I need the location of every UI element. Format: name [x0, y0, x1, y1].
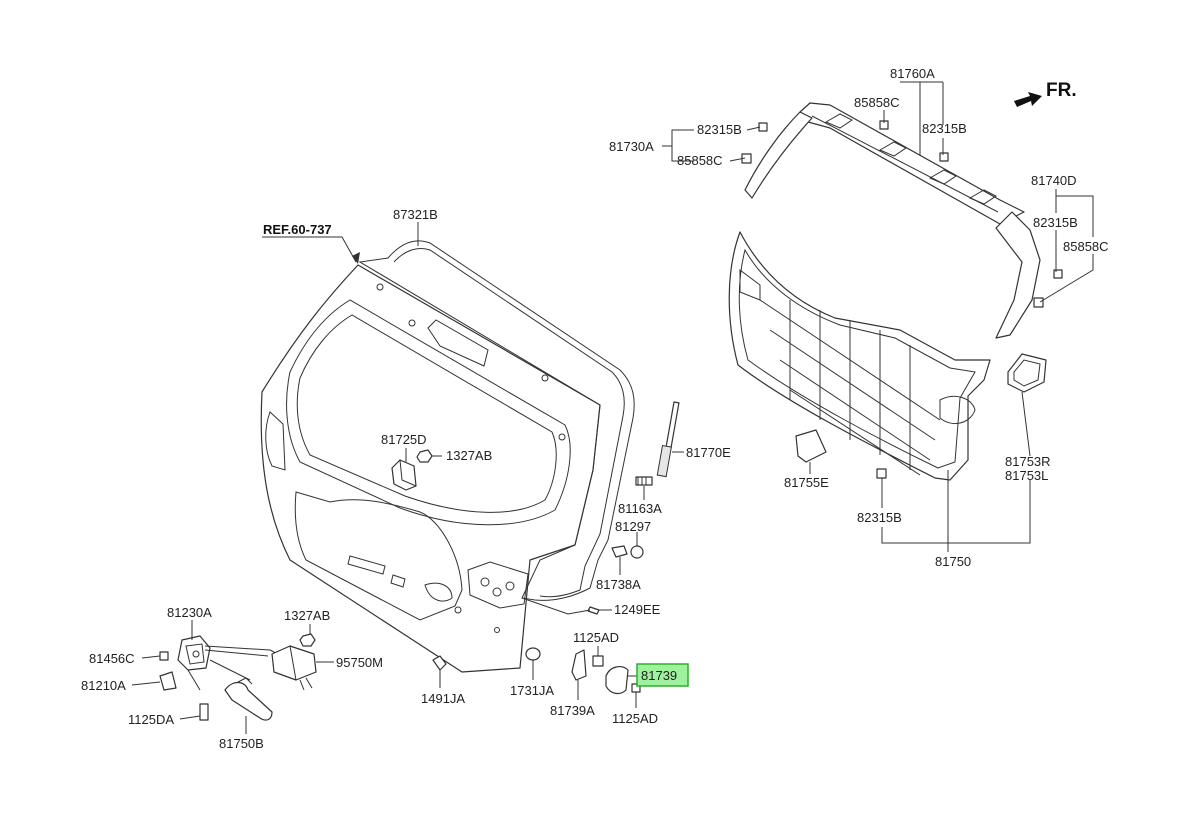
part-label-81210a[interactable]: 81210A — [81, 678, 126, 693]
part-label-1731ja[interactable]: 1731JA — [510, 683, 554, 698]
side-garnish-81730a — [744, 111, 813, 199]
part-label-82315b-lower[interactable]: 82315B — [857, 510, 902, 525]
nut-1327ab-lower — [299, 633, 316, 647]
clip-85858c-right — [1033, 297, 1044, 308]
part-label-1327ab-lower[interactable]: 1327AB — [284, 608, 330, 623]
part-label-81750b[interactable]: 81750B — [219, 736, 264, 751]
pad-81755e — [795, 429, 827, 463]
leader-lines — [131, 81, 1094, 734]
part-label-81163a[interactable]: 81163A — [618, 501, 662, 516]
part-label-81750[interactable]: 81750 — [935, 554, 971, 569]
part-label-81760a[interactable]: 81760A — [890, 66, 935, 81]
part-label-81740d[interactable]: 81740D — [1031, 173, 1077, 188]
trim-panel-81750 — [728, 231, 991, 481]
latch-81230a — [177, 635, 211, 671]
part-label-95750m[interactable]: 95750M — [336, 655, 383, 670]
part-label-81753l[interactable]: 81753L — [1005, 468, 1048, 483]
outside-handle-81750b — [224, 677, 273, 721]
part-label-81753r[interactable]: 81753R — [1005, 454, 1051, 469]
front-direction-indicator: FR. — [1014, 80, 1077, 107]
bolt-1125ad-upper — [592, 655, 604, 667]
part-label-1249ee[interactable]: 1249EE — [614, 602, 661, 617]
gas-strut — [656, 401, 680, 478]
reference-label[interactable]: REF.60-737 — [263, 222, 332, 237]
part-label-85858c-top[interactable]: 85858C — [854, 95, 900, 110]
bolt-81163a — [635, 476, 653, 486]
side-garnish-81740d — [995, 211, 1041, 339]
part-label-81755e[interactable]: 81755E — [784, 475, 829, 490]
part-label-82315b-right[interactable]: 82315B — [1033, 215, 1078, 230]
part-labels: REF.60-737 87321B 81760A 85858C 82315B 8… — [81, 66, 1109, 751]
part-label-81297[interactable]: 81297 — [615, 519, 651, 534]
front-arrow-icon — [1014, 92, 1042, 107]
part-label-82315b-topleft[interactable]: 82315B — [697, 122, 742, 137]
catch-81210a — [159, 671, 177, 691]
upper-garnish-81760a — [799, 102, 1025, 225]
part-label-85858c-right[interactable]: 85858C — [1063, 239, 1109, 254]
bracket-81739a — [571, 649, 587, 681]
clip-82315b-lower — [876, 468, 887, 479]
part-label-81739a[interactable]: 81739A — [550, 703, 595, 718]
part-label-81230a[interactable]: 81230A — [167, 605, 212, 620]
part-label-82315b-topright[interactable]: 82315B — [922, 121, 967, 136]
part-label-1327ab-center[interactable]: 1327AB — [446, 448, 492, 463]
tailgate-panel — [260, 264, 601, 673]
part-label-1125da[interactable]: 1125DA — [128, 712, 174, 727]
actuator-95750m — [271, 645, 317, 691]
bracket-81739 — [605, 666, 629, 695]
part-label-87321b[interactable]: 87321B — [393, 207, 438, 222]
clip-82315b-left — [758, 122, 768, 132]
bumper-81738a — [611, 545, 628, 558]
bracket-81725d — [391, 459, 417, 491]
part-label-81730a[interactable]: 81730A — [609, 139, 654, 154]
part-label-1125ad-lower[interactable]: 1125AD — [612, 711, 658, 726]
part-label-81739[interactable]: 81739 — [641, 668, 677, 683]
clip-1491ja — [432, 655, 447, 671]
clip-82315b-right — [1053, 269, 1063, 279]
part-label-81456c[interactable]: 81456C — [89, 651, 135, 666]
grommet-1731ja — [525, 647, 541, 661]
screw-81456c — [159, 651, 169, 661]
nut-1327ab-center — [416, 449, 433, 463]
highlight-box-81739 — [636, 663, 689, 687]
part-label-81725d[interactable]: 81725D — [381, 432, 427, 447]
part-label-1491ja[interactable]: 1491JA — [421, 691, 465, 706]
part-label-85858c-left[interactable]: 85858C — [677, 153, 723, 168]
front-label: FR. — [1046, 80, 1077, 101]
ring-81297 — [630, 545, 644, 559]
screw-1249ee — [587, 606, 600, 615]
clip-82315b-topright — [939, 152, 949, 162]
tailgate-weatherstrip — [358, 240, 635, 601]
part-label-1125ad-upper[interactable]: 1125AD — [573, 630, 619, 645]
part-label-81738a[interactable]: 81738A — [596, 577, 641, 592]
part-label-81770e[interactable]: 81770E — [686, 445, 731, 460]
bolt-1125da — [199, 703, 209, 721]
